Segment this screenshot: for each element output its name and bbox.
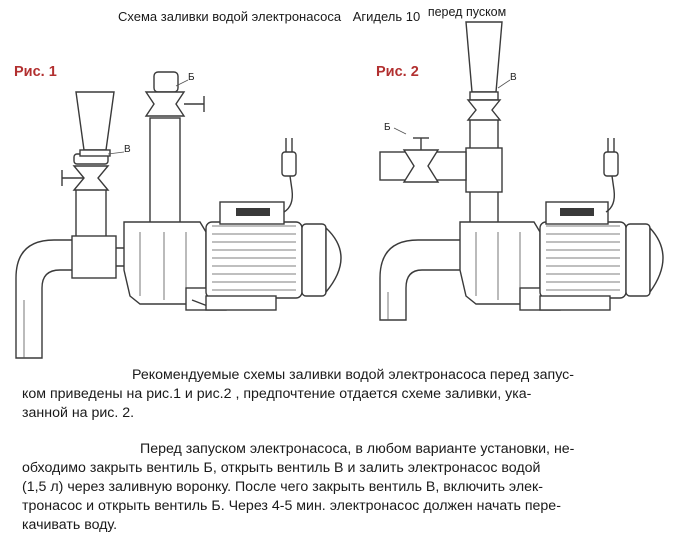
paragraph-2-line-4: тронасос и открыть вентиль Б. Через 4-5 …	[22, 498, 561, 514]
title-main: Схема заливки водой электронасоса	[118, 9, 342, 24]
fig2-callout-b: Б	[384, 122, 391, 133]
title-superscript: перед пуском	[427, 5, 507, 19]
fig2-valve-b	[402, 149, 440, 183]
paragraph-2-line-5: качивать воду.	[22, 517, 118, 533]
paragraph-2: Перед запуском электронасоса, в любом ва…	[0, 440, 574, 535]
paragraph-1-line-2: ком приведены на рис.1 и рис.2 , предпоч…	[22, 386, 532, 402]
fig2-cord	[605, 175, 616, 213]
title-model: Агидель 10	[352, 9, 421, 24]
fig1-motor	[205, 221, 303, 299]
figure-1-label: Рис. 1	[14, 64, 57, 80]
fig1-callout-b: Б	[188, 72, 195, 83]
pump-drawings: В Б	[15, 21, 664, 359]
fig2-valve-v	[466, 99, 502, 121]
figure-1-drawing: В Б	[15, 71, 342, 359]
fig2-suction-elbow	[379, 239, 469, 321]
fig2-funnel	[465, 21, 503, 93]
fig1-funnel	[75, 91, 115, 151]
figure-2-label: Рис. 2	[376, 64, 419, 80]
fig1-plug	[281, 151, 297, 177]
fig1-discharge-pipe	[149, 117, 181, 231]
fig2-plug	[603, 151, 619, 177]
paragraph-2-line-3: (1,5 л) через заливную воронку. После че…	[22, 479, 543, 495]
paragraph-1-line-1: Рекомендуемые схемы заливки водой электр…	[132, 367, 574, 383]
fig1-callout-v: В	[124, 144, 131, 155]
diagram-title: Схема заливки водой электронасоса Агидел…	[118, 5, 506, 24]
fig1-valve-b	[144, 91, 186, 117]
fig1-cord	[283, 175, 294, 213]
figure-2-drawing: Б В	[379, 21, 664, 321]
paragraph-1-line-3: занной на рис. 2.	[22, 405, 135, 421]
fig2-callout-v: В	[510, 72, 517, 83]
paragraph-2-line-1: Перед запуском электронасоса, в любом ва…	[140, 441, 575, 457]
paragraph-2-line-2: обходимо закрыть вентиль Б, открыть вент…	[22, 460, 541, 476]
paragraph-1: Рекомендуемые схемы заливки водой электр…	[0, 366, 574, 423]
fig2-motor	[539, 221, 627, 299]
fig1-tee-joint	[71, 235, 117, 279]
